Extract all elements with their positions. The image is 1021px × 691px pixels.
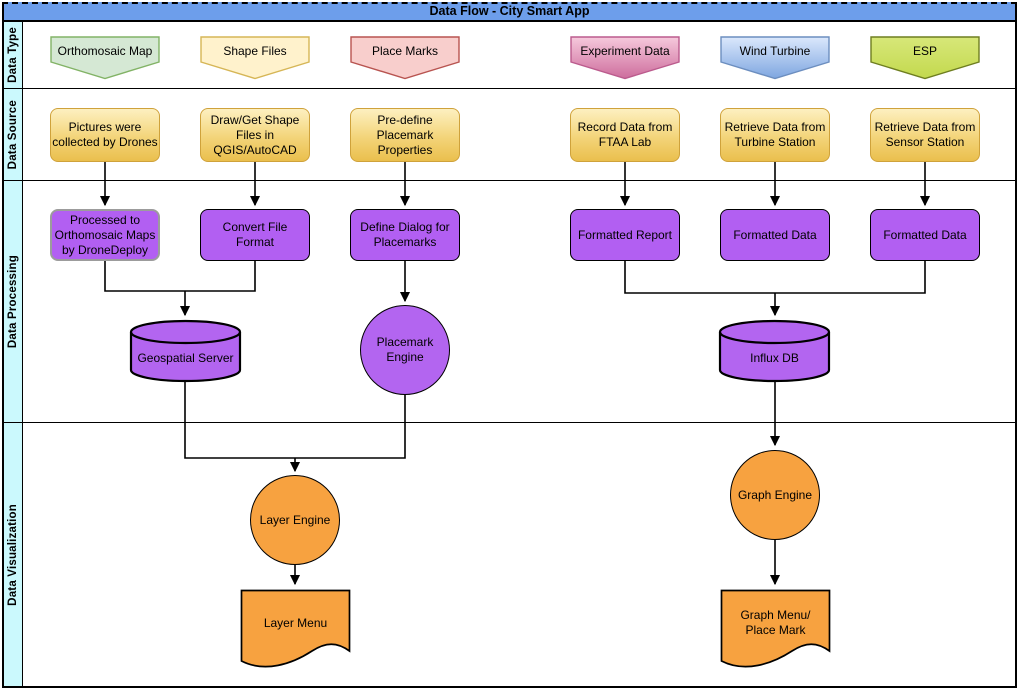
node-pictures-collected-by-drones-label: Pictures were collected by Drones bbox=[52, 120, 158, 149]
node-formatted-data-1-label: Formatted Data bbox=[733, 227, 817, 242]
node-experiment-data-label: Experiment Data bbox=[580, 44, 670, 58]
node-experiment-data[interactable]: Experiment Data bbox=[570, 36, 680, 80]
node-convert-file-format[interactable]: Convert File Format bbox=[200, 209, 310, 261]
node-formatted-data-2-label: Formatted Data bbox=[883, 227, 967, 242]
node-predefine-placemark-properties[interactable]: Pre-define Placemark Properties bbox=[350, 108, 460, 162]
node-define-dialog-placemarks-label: Define Dialog for Placemarks bbox=[360, 220, 450, 249]
node-retrieve-data-turbine-station[interactable]: Retrieve Data from Turbine Station bbox=[720, 108, 830, 162]
node-influx-db[interactable]: Influx DB bbox=[718, 319, 831, 383]
lane-data-type-label: Data Type bbox=[6, 27, 19, 83]
lane-data-type[interactable]: Data Type bbox=[3, 22, 23, 88]
node-placemark-engine-label: Placemark Engine bbox=[376, 335, 434, 364]
node-place-marks-label: Place Marks bbox=[371, 44, 439, 58]
node-layer-engine[interactable]: Layer Engine bbox=[250, 475, 340, 565]
node-pictures-collected-by-drones[interactable]: Pictures were collected by Drones bbox=[50, 108, 160, 162]
pool-title-label: Data Flow - City Smart App bbox=[429, 4, 590, 18]
node-formatted-report[interactable]: Formatted Report bbox=[570, 209, 680, 261]
lane-separator bbox=[2, 88, 1017, 89]
node-wind-turbine[interactable]: Wind Turbine bbox=[720, 36, 830, 80]
lane-data-source-label: Data Source bbox=[6, 99, 19, 170]
lane-data-visualization[interactable]: Data Visualization bbox=[3, 423, 23, 687]
node-formatted-data-1[interactable]: Formatted Data bbox=[720, 209, 830, 261]
node-orthomosaic-map[interactable]: Orthomosaic Map bbox=[50, 36, 160, 80]
node-shape-files[interactable]: Shape Files bbox=[200, 36, 310, 80]
lane-separator bbox=[2, 180, 1017, 181]
node-retrieve-data-sensor-station-label: Retrieve Data from Sensor Station bbox=[874, 120, 976, 149]
node-record-data-ftaa-lab[interactable]: Record Data from FTAA Lab bbox=[570, 108, 680, 162]
lane-data-visualization-label: Data Visualization bbox=[6, 504, 19, 606]
lane-data-processing[interactable]: Data Processing bbox=[3, 181, 23, 422]
node-wind-turbine-label: Wind Turbine bbox=[739, 44, 811, 58]
node-record-data-ftaa-lab-label: Record Data from FTAA Lab bbox=[577, 120, 673, 149]
node-orthomosaic-map-label: Orthomosaic Map bbox=[57, 44, 153, 58]
node-layer-menu[interactable]: Layer Menu bbox=[240, 589, 351, 673]
node-esp[interactable]: ESP bbox=[870, 36, 980, 80]
node-geospatial-server[interactable]: Geospatial Server bbox=[129, 319, 242, 383]
node-retrieve-data-sensor-station[interactable]: Retrieve Data from Sensor Station bbox=[870, 108, 980, 162]
node-geospatial-server-label: Geospatial Server bbox=[137, 350, 234, 365]
lane-data-processing-label: Data Processing bbox=[6, 254, 19, 349]
node-retrieve-data-turbine-station-label: Retrieve Data from Turbine Station bbox=[724, 120, 826, 149]
pool-title: Data Flow - City Smart App bbox=[2, 2, 1017, 22]
node-define-dialog-placemarks[interactable]: Define Dialog for Placemarks bbox=[350, 209, 460, 261]
lane-separator bbox=[2, 422, 1017, 423]
node-graph-menu-place-mark-label: Graph Menu/ Place Mark bbox=[740, 608, 811, 637]
node-shape-files-label: Shape Files bbox=[223, 44, 287, 58]
node-processed-by-dronedeploy-label: Processed to Orthomosaic Maps by DroneDe… bbox=[54, 212, 156, 257]
node-graph-engine-label: Graph Engine bbox=[737, 487, 813, 502]
node-influx-db-label: Influx DB bbox=[750, 350, 799, 365]
node-predefine-placemark-properties-label: Pre-define Placemark Properties bbox=[376, 112, 434, 157]
node-placemark-engine[interactable]: Placemark Engine bbox=[360, 305, 450, 395]
node-convert-file-format-label: Convert File Format bbox=[222, 220, 288, 249]
node-esp-label: ESP bbox=[912, 44, 937, 58]
node-draw-get-shape-files-label: Draw/Get Shape Files in QGIS/AutoCAD bbox=[210, 112, 300, 157]
node-graph-engine[interactable]: Graph Engine bbox=[730, 450, 820, 540]
node-place-marks[interactable]: Place Marks bbox=[350, 36, 460, 80]
node-formatted-data-2[interactable]: Formatted Data bbox=[870, 209, 980, 261]
node-formatted-report-label: Formatted Report bbox=[577, 227, 673, 242]
node-layer-engine-label: Layer Engine bbox=[259, 512, 331, 527]
node-draw-get-shape-files[interactable]: Draw/Get Shape Files in QGIS/AutoCAD bbox=[200, 108, 310, 162]
node-graph-menu-place-mark[interactable]: Graph Menu/ Place Mark bbox=[720, 589, 831, 673]
node-processed-by-dronedeploy[interactable]: Processed to Orthomosaic Maps by DroneDe… bbox=[50, 209, 160, 261]
node-layer-menu-label: Layer Menu bbox=[263, 615, 328, 630]
lane-data-source[interactable]: Data Source bbox=[3, 89, 23, 180]
